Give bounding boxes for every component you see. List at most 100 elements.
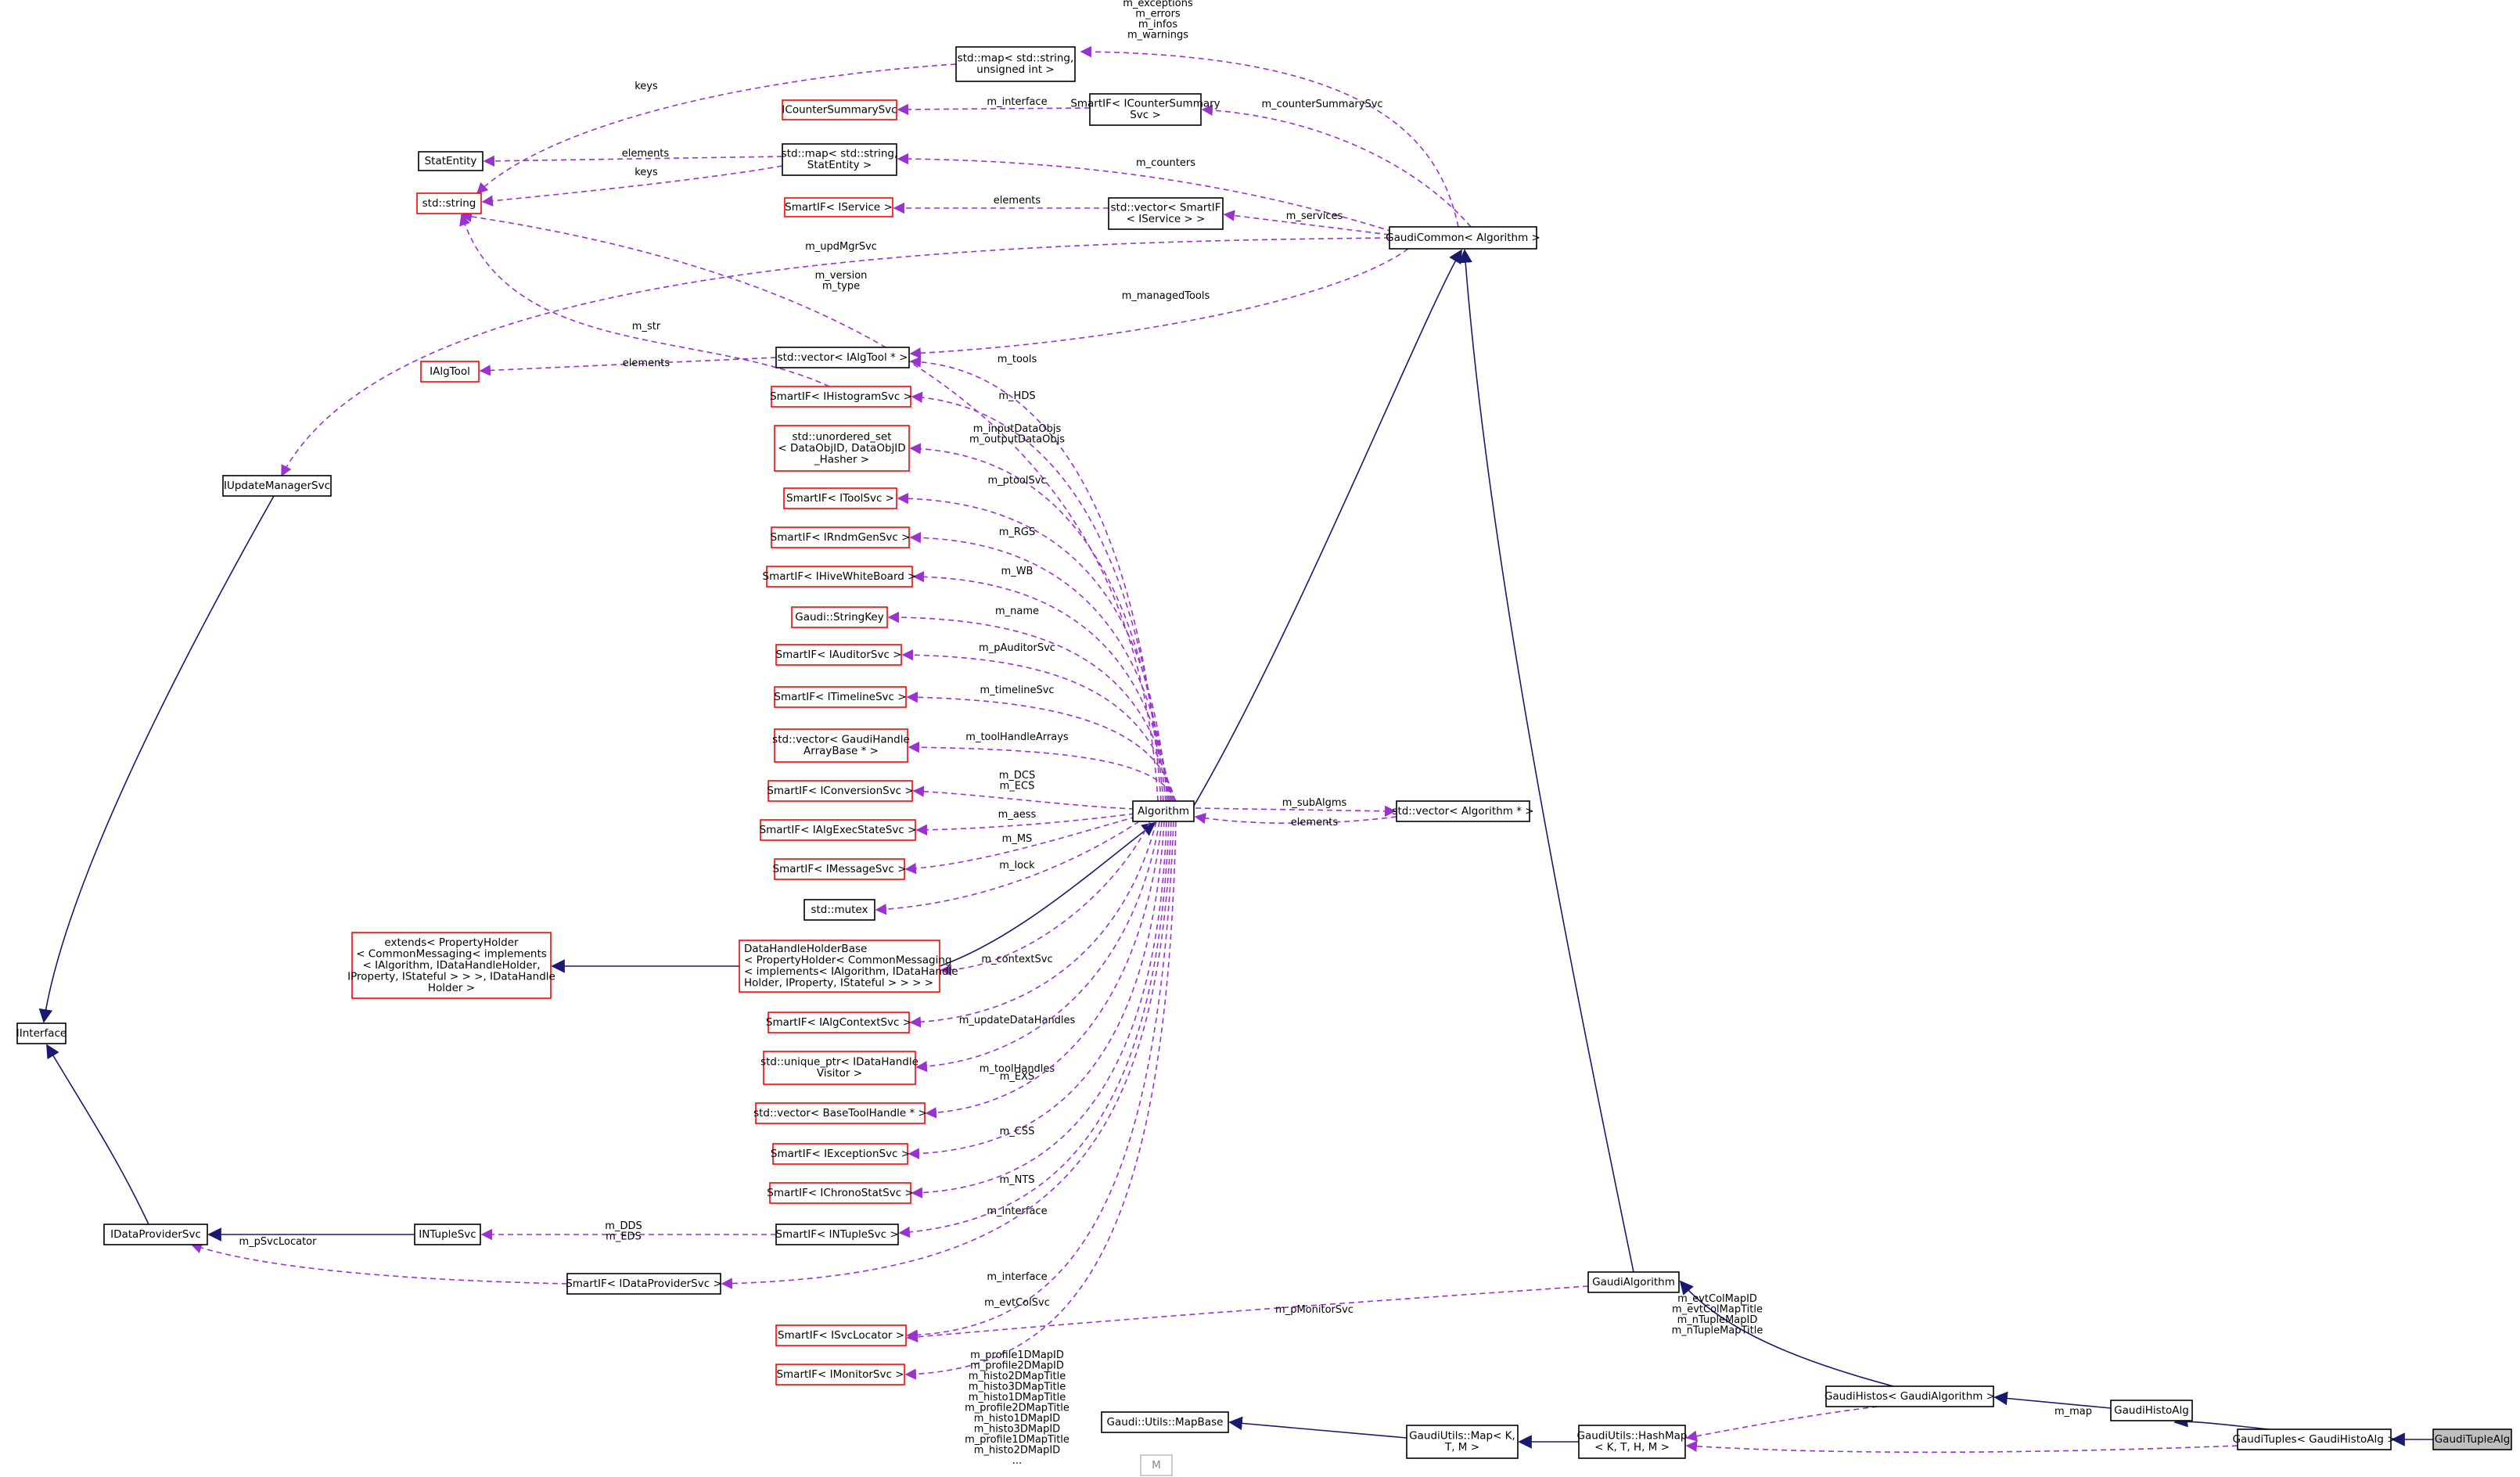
class-node-stdmutex[interactable]: std::mutex	[803, 899, 875, 921]
inheritance-edge-path	[939, 821, 1156, 967]
class-node-GaudiHistos[interactable]: GaudiHistos< GaudiAlgorithm >	[1824, 1385, 1995, 1407]
class-node-name-line: IDataProviderSvc	[110, 1228, 201, 1241]
class-node-name-line: SmartIF< IAlgContextSvc >	[766, 1016, 911, 1029]
edge-label-line: m_profile2DMapTitle	[965, 1403, 1069, 1414]
class-node-SIDataProvider[interactable]: SmartIF< IDataProviderSvc >	[566, 1273, 722, 1295]
class-node-GaudiAlgorithm[interactable]: GaudiAlgorithm	[1587, 1271, 1680, 1293]
usage-edge-path	[908, 821, 1165, 1159]
class-node-vecBaseTool[interactable]: std::vector< BaseToolHandle * >	[753, 1102, 927, 1124]
usage-edge: m_WB	[912, 566, 1171, 802]
edge-label-line: m_errors	[1135, 9, 1181, 20]
class-node-name-line: < IAlgorithm, IDataHandleHolder,	[363, 959, 541, 972]
class-node-name-line: Gaudi::Utils::MapBase	[1107, 1416, 1224, 1428]
usage-edge: m_interface	[721, 821, 1172, 1289]
edge-label: elements	[623, 358, 670, 369]
usage-edge: m_evtColSvc	[906, 821, 1174, 1341]
class-node-GaudiHistoAlg[interactable]: GaudiHistoAlg	[2110, 1400, 2193, 1421]
class-node-SIChrono[interactable]: SmartIF< IChronoStatSvc >	[767, 1182, 914, 1204]
class-node-name-line: SmartIF< IToolSvc >	[786, 492, 894, 505]
class-node-SINTuple[interactable]: SmartIF< INTupleSvc >	[775, 1224, 899, 1245]
class-node-name-line: GaudiUtils::Map< K,	[1409, 1430, 1515, 1443]
class-node-name-line: std::vector< SmartIF	[1111, 202, 1221, 214]
class-node-name-line: < CommonMessaging< implements	[356, 947, 547, 960]
class-node-extendsPH[interactable]: extends< PropertyHolder< CommonMessaging…	[347, 932, 555, 999]
class-node-SIAlgExec[interactable]: SmartIF< IAlgExecStateSvc >	[760, 819, 917, 841]
class-node-name: SmartIF< IAuditorSvc >	[776, 649, 902, 661]
usage-edge-path	[1080, 45, 1459, 228]
usage-edge: m_aess	[915, 809, 1135, 836]
edge-label-line: elements	[1291, 817, 1339, 828]
class-node-SIAuditor[interactable]: SmartIF< IAuditorSvc >	[775, 644, 902, 666]
class-node-vecSmartIF[interactable]: std::vector< SmartIF< IService > >	[1108, 197, 1224, 230]
inheritance-edge-path	[2173, 1413, 2270, 1430]
class-node-Algorithm[interactable]: Algorithm	[1132, 800, 1195, 822]
class-node-box	[1108, 197, 1224, 230]
inheritance-edge-path	[1228, 1416, 1407, 1439]
class-node-stdstring[interactable]: std::string	[416, 192, 482, 214]
class-node-name: M	[1152, 1459, 1161, 1472]
class-node-vecIAlgTool[interactable]: std::vector< IAlgTool * >	[775, 347, 910, 368]
edge-label-line: m_tools	[998, 354, 1037, 365]
class-node-name: SmartIF< IMessageSvc >	[773, 863, 907, 875]
edge-label: m_toolHandleArrays	[965, 731, 1069, 743]
class-node-GaudiTuples[interactable]: GaudiTuples< GaudiHistoAlg >	[2233, 1428, 2396, 1450]
class-node-SIRndm[interactable]: SmartIF< IRndmGenSvc >	[771, 526, 911, 548]
class-node-SIToolSvc[interactable]: SmartIF< IToolSvc >	[783, 487, 897, 509]
class-node-INTupleSvc[interactable]: INTupleSvc	[414, 1224, 481, 1245]
class-node-StringKey[interactable]: Gaudi::StringKey	[791, 606, 888, 628]
class-node-SIHistogram[interactable]: SmartIF< IHistogramSvc >	[770, 386, 912, 408]
class-node-box	[774, 728, 908, 763]
class-node-name: std::string	[422, 197, 476, 210]
class-node-UtilsMap[interactable]: GaudiUtils::Map< K,T, M >	[1406, 1425, 1519, 1459]
class-node-M[interactable]: M	[1140, 1454, 1173, 1476]
class-node-IInterface[interactable]: IInterface	[16, 1022, 67, 1044]
class-node-mapStrUInt[interactable]: std::map< std::string,unsigned int >	[955, 46, 1076, 82]
class-node-SITimeline[interactable]: SmartIF< ITimelineSvc >	[774, 686, 907, 708]
edge-label-line: m_map	[2054, 1406, 2092, 1418]
class-node-MapBase[interactable]: Gaudi::Utils::MapBase	[1101, 1411, 1229, 1433]
class-node-SIAlgContext[interactable]: SmartIF< IAlgContextSvc >	[766, 1012, 911, 1033]
edge-label-line: m_inputDataObjs	[973, 423, 1062, 435]
class-node-DataHandleHolderBase[interactable]: DataHandleHolderBase< PropertyHolder< Co…	[739, 940, 958, 993]
class-node-unorderedSet[interactable]: std::unordered_set< DataObjID, DataObjID…	[774, 425, 910, 472]
class-node-box	[775, 644, 902, 666]
usage-edge: m_subAlgms	[1195, 797, 1397, 817]
class-node-name: Algorithm	[1138, 805, 1189, 818]
class-node-IAlgTool[interactable]: IAlgTool	[420, 361, 480, 383]
class-node-ICounterSummarySvc[interactable]: ICounterSummarySvc	[782, 99, 897, 120]
class-node-GaudiTupleAlg[interactable]: GaudiTupleAlg	[2432, 1428, 2512, 1450]
class-node-vecAlgorithm[interactable]: std::vector< Algorithm * >	[1392, 800, 1534, 822]
class-node-box	[103, 1224, 208, 1245]
class-node-name-line: SmartIF< IRndmGenSvc >	[771, 531, 911, 544]
class-node-name: GaudiTupleAlg	[2435, 1433, 2511, 1446]
class-node-name-line: SmartIF< IChronoStatSvc >	[767, 1187, 914, 1199]
class-node-SIConversion[interactable]: SmartIF< IConversionSvc >	[767, 780, 914, 802]
class-node-IDataProviderSvc[interactable]: IDataProviderSvc	[103, 1224, 208, 1245]
class-node-name-line: DataHandleHolderBase	[744, 943, 867, 955]
class-node-SmartIFIService[interactable]: SmartIF< IService >	[784, 197, 893, 217]
class-node-GaudiCommon[interactable]: GaudiCommon< Algorithm >	[1386, 226, 1540, 250]
usage-edge-path	[1685, 1406, 1878, 1442]
class-node-SISvcLocator[interactable]: SmartIF< ISvcLocator >	[775, 1324, 907, 1346]
class-node-name: std::map< std::string,unsigned int >	[958, 52, 1074, 77]
class-node-StatEntity[interactable]: StatEntity	[418, 151, 484, 171]
class-node-SIException[interactable]: SmartIF< IExceptionSvc >	[771, 1143, 910, 1165]
class-node-SIMessage[interactable]: SmartIF< IMessageSvc >	[773, 858, 907, 880]
class-node-name-line: Visitor >	[817, 1067, 862, 1080]
class-node-box	[763, 1051, 916, 1085]
usage-edge: keys	[476, 63, 957, 194]
edge-label-line: m_EXS	[1000, 1071, 1035, 1083]
class-node-SIHive[interactable]: SmartIF< IHiveWhiteBoard >	[763, 566, 917, 588]
class-node-HashMap[interactable]: GaudiUtils::HashMap< K, T, H, M >	[1577, 1425, 1688, 1459]
class-node-IUpdateManagerSvc[interactable]: IUpdateManagerSvc	[222, 475, 332, 497]
class-node-box	[774, 686, 907, 708]
class-node-mapStrStat[interactable]: std::map< std::string,StatEntity >	[782, 143, 898, 176]
class-node-SIMonitor[interactable]: SmartIF< IMonitorSvc >	[775, 1364, 905, 1385]
usage-edge-path	[898, 821, 1170, 1238]
